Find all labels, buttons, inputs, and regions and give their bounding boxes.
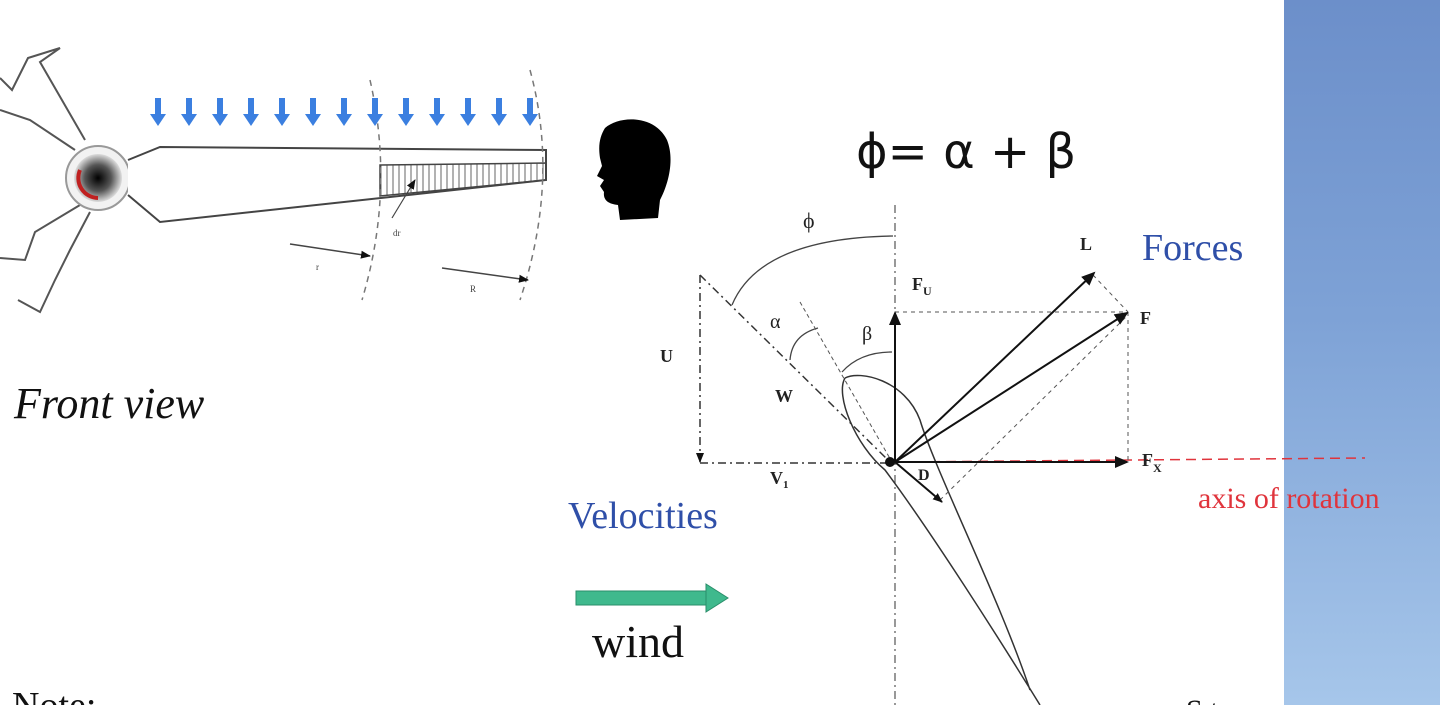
arrow-down-icon (522, 98, 538, 126)
blade-element-diagram: ϕ α β U W V1 L F FU FX D (660, 205, 1366, 705)
W-label: W (775, 386, 793, 406)
arrow-down-icon (398, 98, 414, 126)
wind-load-arrows (150, 98, 538, 126)
radius-arc-inner (361, 79, 382, 301)
F-label: F (1140, 308, 1151, 328)
FU-label: FU (912, 274, 932, 298)
arrow-down-icon (336, 98, 352, 126)
head-silhouette-icon (597, 119, 671, 220)
arrow-down-icon (429, 98, 445, 126)
L-vector (894, 271, 1096, 463)
dr-pointer (391, 179, 416, 219)
L-label: L (1080, 234, 1092, 254)
side-panel (1284, 0, 1440, 705)
r-label: r (316, 262, 319, 272)
R-label: R (470, 284, 476, 294)
r-dimension-arrow (289, 243, 371, 259)
corner-text: S.t. (1186, 694, 1226, 705)
rotation-arrow-icon (76, 169, 99, 200)
chord-line (799, 301, 893, 463)
radius-arc-outer (519, 69, 544, 301)
arrow-down-icon (491, 98, 507, 126)
FX-label: FX (1142, 450, 1162, 475)
velocities-label: Velocities (568, 495, 718, 537)
arrow-down-icon (460, 98, 476, 126)
forces-label: Forces (1142, 227, 1243, 269)
axis-of-rotation-line (897, 457, 1366, 463)
beta-label: β (862, 323, 872, 345)
front-view-label: Front view (13, 379, 205, 428)
beta-arc (841, 351, 893, 373)
arrow-down-icon (274, 98, 290, 126)
alpha-arc (789, 327, 819, 361)
arrow-down-icon (367, 98, 383, 126)
alpha-label: α (770, 311, 781, 333)
D-to-F-connector (939, 314, 1129, 501)
R-dimension-arrow (441, 267, 529, 283)
force-origin-point (885, 457, 895, 467)
phi-label: ϕ (803, 208, 815, 233)
U-label: U (660, 346, 673, 366)
wind-label: wind (592, 616, 684, 667)
airfoil-profile (841, 374, 1041, 705)
hub (65, 145, 131, 211)
arrow-down-icon (305, 98, 321, 126)
rotor-front-view: dr r R (0, 47, 547, 314)
W-vector (699, 274, 891, 463)
F-vector (894, 311, 1129, 463)
axis-of-rotation-label: axis of rotation (1198, 482, 1380, 515)
rotor-blade-stubs (0, 47, 91, 314)
L-to-F-connector (1092, 274, 1129, 313)
angle-formula: ϕ= α + β (856, 124, 1076, 180)
blade-element-hatched (379, 162, 547, 197)
arrow-down-icon (243, 98, 259, 126)
arrow-down-icon (212, 98, 228, 126)
D-vector (894, 461, 943, 503)
phi-arc (731, 235, 894, 306)
dr-label: dr (393, 228, 401, 238)
wind-arrow-icon (575, 583, 729, 613)
note-label: Note: (12, 685, 96, 705)
D-label: D (918, 467, 930, 484)
V1-label: V1 (770, 468, 789, 491)
arrow-down-icon (150, 98, 166, 126)
arrow-down-icon (181, 98, 197, 126)
